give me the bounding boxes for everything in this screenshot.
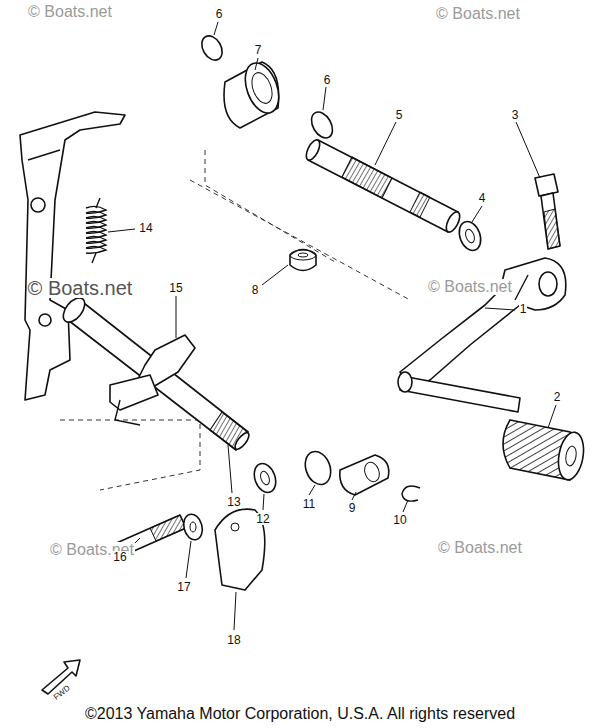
shift-arm (20, 112, 125, 400)
callout-number: 12 (255, 513, 270, 525)
leader-lines (108, 22, 556, 630)
callout-number: 17 (176, 581, 191, 593)
callout-number: 10 (392, 514, 407, 526)
callout-number: 6 (215, 8, 224, 20)
collar (290, 250, 316, 271)
assembly-lines (60, 150, 410, 490)
callout-number: 13 (226, 496, 241, 508)
circlip (307, 108, 337, 141)
watermark: © Boats.net (27, 278, 134, 298)
callout-number: 9 (348, 502, 357, 514)
washer (181, 512, 205, 542)
callout-number: 4 (478, 192, 487, 204)
bushing (224, 58, 285, 128)
callout-number: 3 (511, 109, 520, 121)
watermark: © Boats.net (427, 279, 513, 295)
callout-number: 18 (226, 634, 241, 646)
callout-number: 2 (553, 391, 562, 403)
return-spring (86, 198, 106, 263)
circlip (198, 32, 227, 64)
washer (455, 218, 484, 253)
copyright-notice: ©2013 Yamaha Motor Corporation, U.S.A. A… (84, 706, 516, 722)
callout-number: 5 (395, 109, 404, 121)
watermark: © Boats.net (437, 540, 523, 556)
circlip (402, 486, 420, 501)
callout-number: 1 (519, 303, 528, 315)
callout-number: 6 (323, 74, 332, 86)
shift-cam (340, 455, 389, 495)
washer (301, 448, 335, 488)
watermark: © Boats.net (435, 6, 521, 22)
callout-number: 14 (138, 222, 153, 234)
pedal-rubber (503, 420, 587, 482)
shift-lever (110, 335, 195, 425)
callout-number: 7 (254, 44, 263, 56)
bolt (535, 174, 560, 249)
callout-number: 15 (168, 282, 183, 294)
callout-number: 11 (302, 498, 316, 510)
shift-arm-shaft (59, 294, 251, 451)
washer (250, 460, 279, 495)
shift-shaft (304, 138, 463, 234)
shift-pedal (398, 258, 566, 412)
callout-number: 16 (112, 551, 127, 563)
watermark: © Boats.net (27, 4, 113, 20)
callout-number: 8 (251, 284, 260, 296)
